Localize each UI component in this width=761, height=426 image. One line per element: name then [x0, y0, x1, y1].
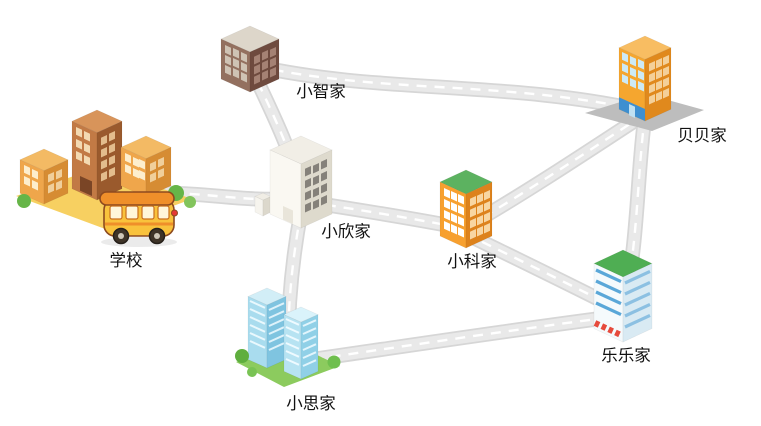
label-xiaosi: 小思家	[286, 394, 336, 413]
bus-roof	[99, 191, 175, 206]
window-bands	[285, 318, 317, 367]
lele-awning	[593, 320, 624, 339]
school-left-wing	[19, 148, 69, 205]
building-beibei	[585, 35, 704, 131]
building-xiaoke	[439, 169, 493, 249]
school-door	[80, 176, 92, 196]
road-xiaoke-lele	[466, 234, 616, 308]
bus-windows	[109, 205, 170, 220]
school-right-wing	[120, 135, 172, 198]
school-bus	[99, 191, 178, 247]
label-beibei: 贝贝家	[677, 126, 727, 145]
xiaoxin-door	[283, 206, 293, 224]
school-main-block	[71, 109, 123, 201]
roads	[118, 66, 648, 362]
bus-shadow	[101, 237, 177, 247]
building-xiaozhi	[220, 25, 280, 93]
window-bands	[595, 268, 651, 329]
building-xiaosi	[235, 287, 341, 387]
beibei-door	[629, 104, 635, 118]
road-xiaosi-lele	[295, 316, 620, 362]
xiaosi-back-tower	[247, 287, 287, 369]
building-xiaoxin	[254, 135, 333, 229]
building-lele	[593, 249, 653, 343]
bus-light	[171, 209, 178, 217]
bus-wheels	[112, 227, 166, 245]
label-school: 学校	[110, 251, 143, 270]
labels: 学校 小智家 小欣家 小科家 贝贝家 乐乐家 小思家	[110, 82, 727, 413]
window-bands	[249, 300, 285, 351]
road-xiaoke-beibei	[468, 112, 648, 226]
label-lele: 乐乐家	[601, 346, 651, 365]
label-xiaoke: 小科家	[447, 252, 497, 271]
label-xiaoxin: 小欣家	[321, 222, 371, 241]
xiaosi-trees	[235, 349, 341, 377]
label-xiaozhi: 小智家	[296, 82, 346, 101]
xiaosi-front-tower	[283, 306, 319, 380]
